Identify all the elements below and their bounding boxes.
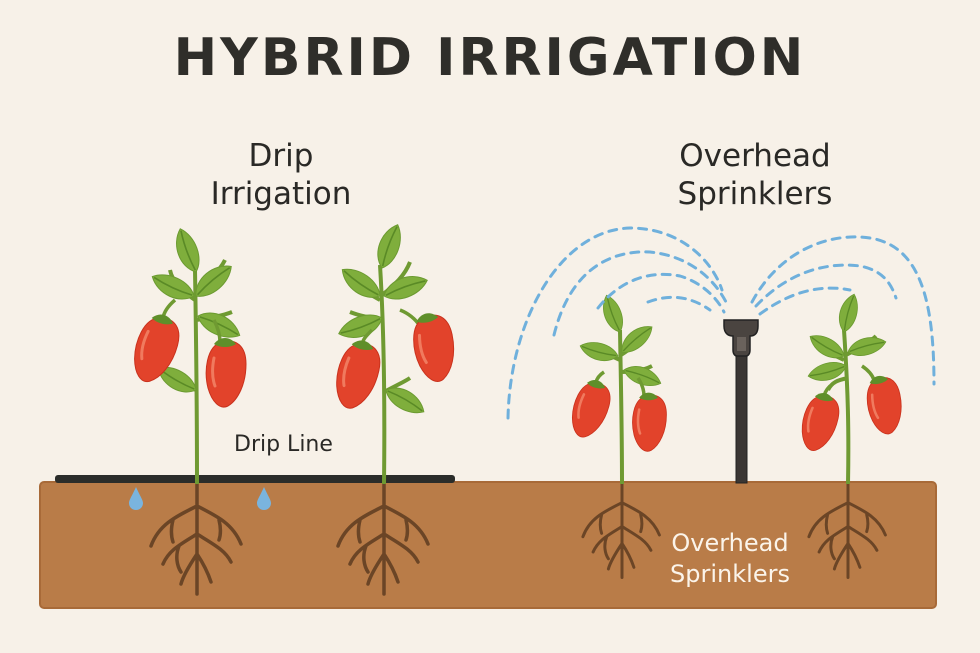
soil-bed bbox=[39, 481, 937, 609]
drip-irrigation-heading: Drip Irrigation bbox=[176, 137, 386, 213]
pepper-plant-icon bbox=[565, 291, 668, 579]
soil-label-line1: Overhead bbox=[671, 529, 789, 557]
soil-label: Overhead Sprinklers bbox=[650, 528, 810, 590]
pepper-plant-icon bbox=[796, 291, 909, 579]
drip-heading-line2: Irrigation bbox=[210, 176, 352, 212]
water-droplet-icon bbox=[129, 487, 143, 510]
drip-heading-line1: Drip bbox=[248, 138, 314, 174]
overhead-heading-line1: Overhead bbox=[679, 138, 831, 174]
water-droplet-icon bbox=[257, 487, 271, 510]
pepper-plant-icon bbox=[126, 224, 248, 596]
water-spray-arcs bbox=[506, 226, 936, 420]
drip-line-label: Drip Line bbox=[234, 432, 333, 457]
drip-line-tube bbox=[55, 475, 455, 483]
overhead-heading-line2: Sprinklers bbox=[677, 176, 833, 212]
sprinkler-head-icon bbox=[723, 319, 759, 484]
diagram-title: HYBRID IRRIGATION bbox=[173, 28, 807, 88]
pepper-plant-icon bbox=[329, 220, 463, 596]
overhead-sprinklers-heading: Overhead Sprinklers bbox=[640, 137, 870, 213]
soil-label-line2: Sprinklers bbox=[670, 560, 790, 588]
